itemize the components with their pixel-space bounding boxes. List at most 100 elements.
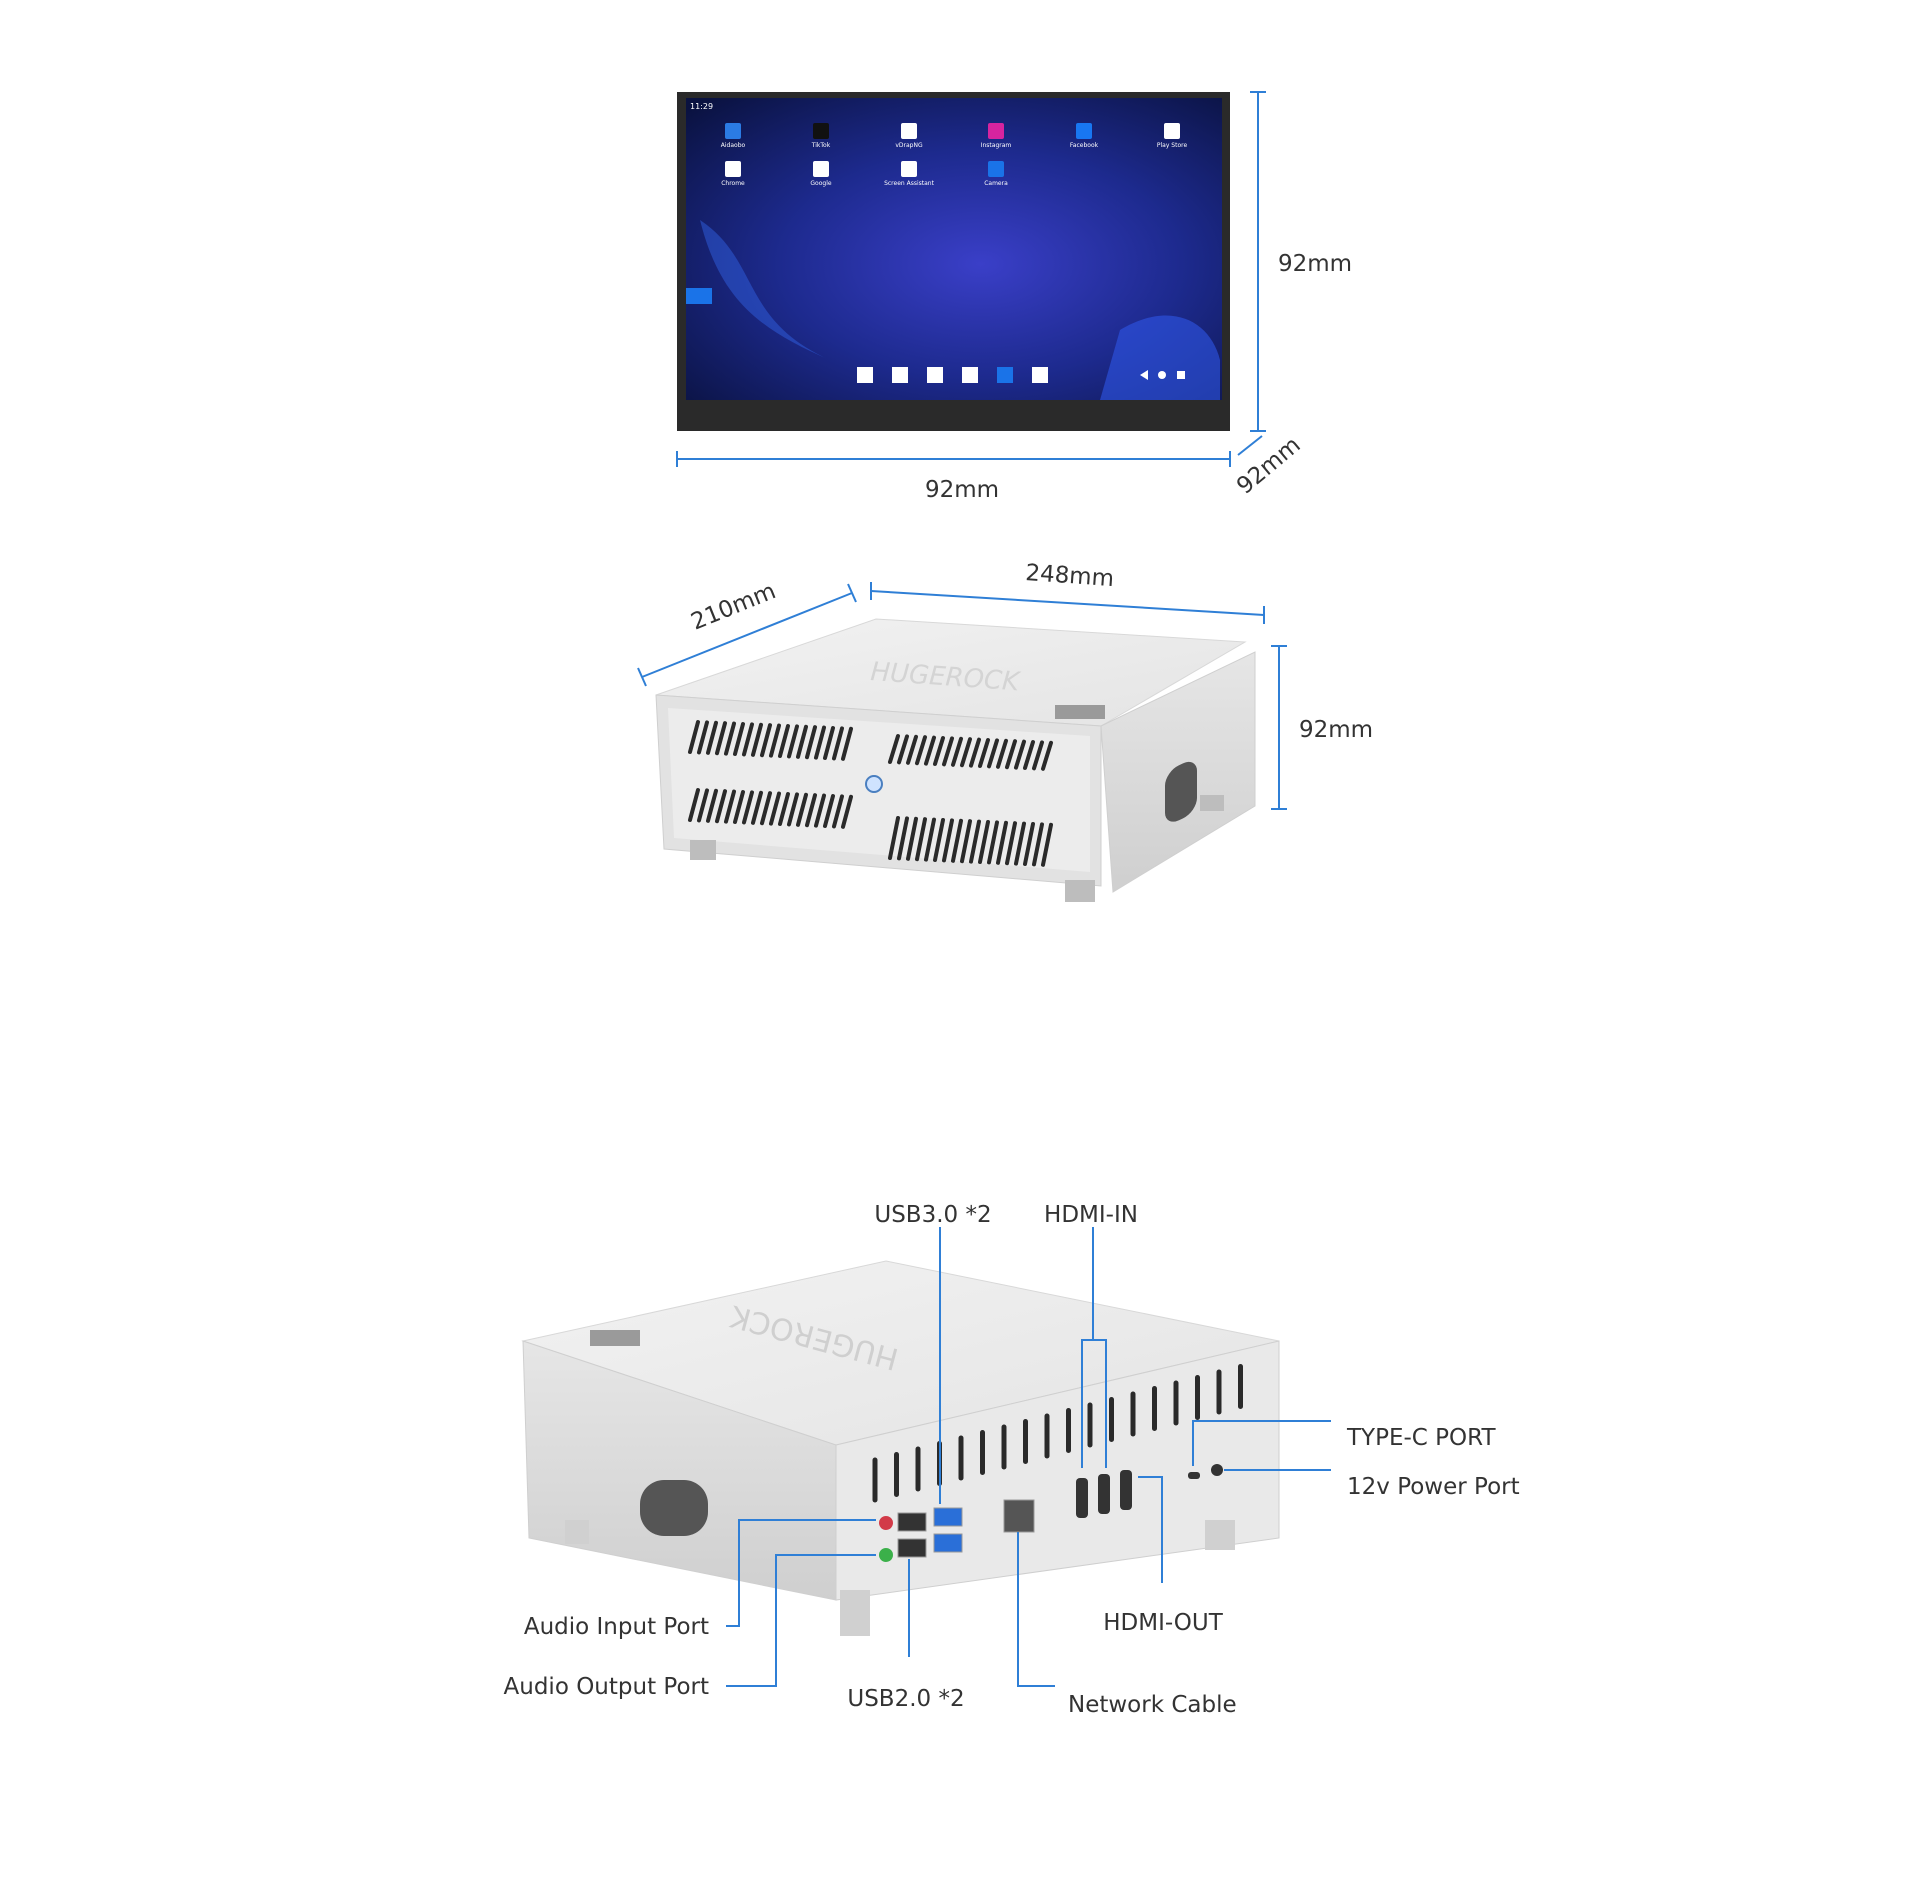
vent-slot — [1023, 822, 1035, 866]
audio-input-label: Audio Input Port — [524, 1614, 709, 1640]
vent-slot — [960, 737, 972, 768]
vent-slot — [996, 738, 1008, 769]
vent-slot — [897, 816, 909, 861]
qr-label — [590, 1330, 640, 1346]
vent-slot — [706, 788, 718, 823]
vent-slot — [969, 819, 981, 864]
back-icon — [1140, 370, 1148, 380]
vent-slot — [688, 720, 700, 754]
vent-slot — [1005, 821, 1017, 866]
vent-slot — [942, 818, 954, 863]
app-icon — [901, 123, 917, 139]
qr-label — [1055, 705, 1105, 719]
power-port — [1211, 1464, 1223, 1476]
app-label: TikTok — [811, 142, 831, 149]
vent-slot — [697, 720, 709, 755]
app-icon — [901, 161, 917, 177]
status-time: 11:29 — [690, 102, 713, 111]
app-label: vDrapNG — [895, 142, 923, 149]
power-port-label: 12v Power Port — [1347, 1474, 1520, 1500]
vent-slot — [1014, 739, 1026, 770]
vent-slot — [906, 734, 918, 765]
vent-slot — [823, 794, 835, 828]
vent-slot — [724, 721, 736, 756]
app-icon — [725, 123, 741, 139]
vent-slot — [987, 820, 999, 865]
vent-slot — [933, 818, 945, 862]
vent-slot — [969, 737, 981, 768]
width-label: 248mm — [1025, 560, 1115, 592]
vent-slot — [688, 788, 700, 822]
vent-slot — [697, 788, 709, 823]
vent-slot — [951, 736, 963, 767]
vent-slot — [760, 723, 772, 758]
usb3-label: USB3.0 *2 — [874, 1202, 991, 1228]
app-icon — [1164, 123, 1180, 139]
app-icon — [988, 161, 1004, 177]
app-label: Facebook — [1070, 142, 1099, 149]
dock-icon — [1032, 367, 1048, 383]
vent-slot — [987, 738, 999, 769]
vent-slot — [888, 734, 900, 764]
vent-slot — [841, 726, 853, 761]
height-label: 92mm — [1299, 717, 1373, 743]
vent-slot — [751, 790, 763, 825]
vent-slot — [978, 738, 990, 768]
vent-slot — [915, 817, 927, 862]
vent-slot — [724, 789, 736, 824]
vent-slot — [915, 735, 927, 766]
side-handle — [640, 1480, 708, 1536]
type-c-label: TYPE-C PORT — [1346, 1425, 1496, 1451]
vent-slot — [1032, 740, 1044, 771]
vent-slot — [832, 726, 844, 761]
mini-pc-rear-view: HUGEROCK — [521, 1260, 1280, 1636]
audio-output-label: Audio Output Port — [504, 1674, 709, 1700]
vent-slot — [742, 790, 754, 825]
vent-slot — [742, 722, 754, 757]
side-panel-icon — [686, 288, 712, 304]
vent-slot — [715, 721, 727, 756]
mini-pc-front-view: HUGEROCK — [655, 618, 1256, 902]
vent-slot — [996, 820, 1008, 865]
vent-slot — [814, 793, 826, 828]
app-label: Instagram — [981, 142, 1012, 149]
usb3-port — [933, 1507, 963, 1527]
dock-icon — [927, 367, 943, 383]
vent-slot — [706, 720, 718, 755]
hdmi-out-port — [1120, 1470, 1132, 1510]
ethernet-port — [1003, 1499, 1035, 1533]
vent-slot — [924, 735, 936, 766]
vent-slot — [924, 817, 936, 862]
vent-slot — [733, 722, 745, 756]
app-label: Google — [810, 180, 831, 187]
vent-slot — [805, 725, 817, 760]
port-labels: USB3.0 *2 HDMI-IN TYPE-C PORT 12v Power … — [504, 1202, 1520, 1718]
vent-slot — [978, 820, 990, 864]
vent-slot — [1041, 740, 1053, 771]
monitor-height-label: 92mm — [1278, 251, 1352, 277]
vent-slot — [951, 818, 963, 863]
vent-slot — [796, 792, 808, 827]
hdmi-in-port — [1098, 1474, 1110, 1514]
vent-slot — [805, 793, 817, 828]
dock-icon — [892, 367, 908, 383]
home-icon — [1158, 371, 1166, 379]
vent-slot — [778, 792, 790, 826]
app-label: Chrome — [721, 180, 745, 187]
dock-icon — [997, 367, 1013, 383]
vent-slot — [760, 791, 772, 826]
hdmi-in-label: HDMI-IN — [1044, 1202, 1138, 1228]
app-icon — [813, 123, 829, 139]
front-vents — [688, 720, 1053, 867]
vent-slot — [787, 792, 799, 827]
recents-icon — [1177, 371, 1185, 379]
vent-slot — [906, 816, 918, 861]
vent-slot — [715, 789, 727, 824]
vent-slot — [769, 723, 781, 758]
power-button — [865, 775, 883, 793]
vent-slot — [769, 791, 781, 826]
vent-slot — [1005, 739, 1017, 770]
